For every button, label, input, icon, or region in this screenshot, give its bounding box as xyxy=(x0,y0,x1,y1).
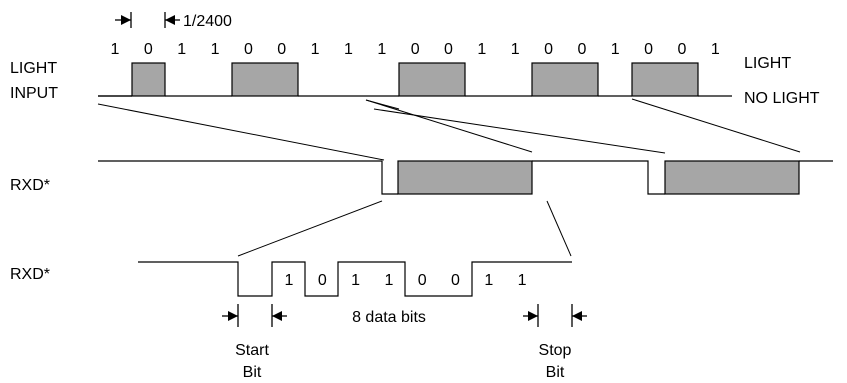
bit-value: 1 xyxy=(211,41,220,58)
level-no-light-label: NO LIGHT xyxy=(744,90,820,107)
rxd-upper-label: RXD* xyxy=(10,177,50,194)
bit-value: 0 xyxy=(418,272,427,289)
light-input-waveform xyxy=(98,62,732,97)
bit-value: 1 xyxy=(311,41,320,58)
start-bit-dimension xyxy=(222,304,287,327)
bit-value: 0 xyxy=(444,41,453,58)
light-pulse xyxy=(398,62,466,97)
light-pulse xyxy=(131,62,166,97)
stop-bit-dimension xyxy=(523,304,587,327)
bit-value: 0 xyxy=(277,41,286,58)
bit-value: 1 xyxy=(511,41,520,58)
stop-bit-label-line1: Stop xyxy=(539,342,572,359)
start-bit-label-line1: Start xyxy=(235,342,269,359)
bit-value: 1 xyxy=(384,272,393,289)
bit-time-dimension: 1/2400 xyxy=(115,12,232,30)
rxd-lower-waveform xyxy=(138,261,572,297)
rxd-upper-data-block xyxy=(397,160,533,195)
light-input-bit-values: 1 0 1 1 0 0 1 1 1 0 0 1 1 0 0 1 0 0 1 xyxy=(111,41,720,58)
bit-value: 1 xyxy=(711,41,720,58)
bit-value: 0 xyxy=(544,41,553,58)
bit-value: 1 xyxy=(518,272,527,289)
bit-value: 1 xyxy=(344,41,353,58)
rxd-zoom-lines xyxy=(237,200,572,257)
bit-value: 0 xyxy=(411,41,420,58)
bit-value: 1 xyxy=(351,272,360,289)
stop-bit-label-line2: Bit xyxy=(546,364,565,381)
light-pulse xyxy=(531,62,599,97)
bit-value: 1 xyxy=(285,272,294,289)
light-to-rxd-projection-lines xyxy=(97,98,801,161)
rxd-upper-data-block xyxy=(664,160,800,195)
bit-value: 1 xyxy=(111,41,120,58)
bit-value: 0 xyxy=(577,41,586,58)
bit-value: 1 xyxy=(177,41,186,58)
bit-value: 1 xyxy=(477,41,486,58)
bit-value: 0 xyxy=(677,41,686,58)
bit-value: 0 xyxy=(451,272,460,289)
data-bits-label: 8 data bits xyxy=(352,309,426,326)
bit-value: 0 xyxy=(144,41,153,58)
bit-value: 0 xyxy=(644,41,653,58)
light-input-label-line1: LIGHT xyxy=(10,60,57,77)
light-pulse xyxy=(631,62,699,97)
rxd-lower-data-bit-values: 1 0 1 1 0 0 1 1 xyxy=(285,272,527,289)
bit-value: 1 xyxy=(377,41,386,58)
bit-value: 1 xyxy=(611,41,620,58)
light-pulse xyxy=(231,62,299,97)
level-light-label: LIGHT xyxy=(744,55,791,72)
start-bit-label-line2: Bit xyxy=(243,364,262,381)
bit-value: 0 xyxy=(244,41,253,58)
bit-value: 1 xyxy=(484,272,493,289)
bit-value: 0 xyxy=(318,272,327,289)
light-input-label-line2: INPUT xyxy=(10,85,58,102)
rxd-lower-label: RXD* xyxy=(10,266,50,283)
bit-time-label: 1/2400 xyxy=(183,13,232,30)
rxd-upper-waveform xyxy=(98,160,833,195)
